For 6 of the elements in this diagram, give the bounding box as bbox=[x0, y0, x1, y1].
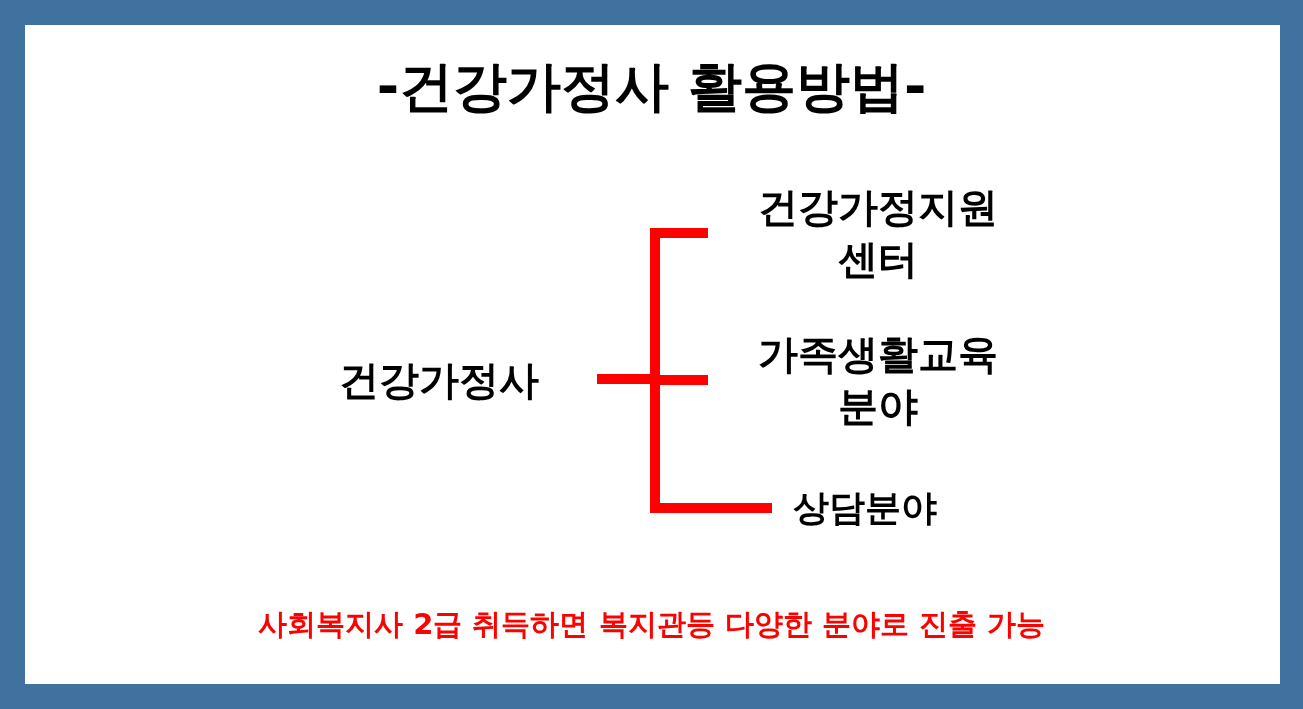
note-text: 사회복지사 2급 취득하면 복지관등 다양한 분야로 진출 가능 bbox=[257, 606, 1046, 643]
node-label: 상담분야 bbox=[772, 480, 958, 536]
node-label: 건강가정지원 센터 bbox=[708, 170, 1048, 296]
node-label: 건강가정사 bbox=[280, 345, 597, 415]
node-label: 가족생활교육 분야 bbox=[708, 316, 1048, 444]
title: -건강가정사 활용방법- bbox=[375, 55, 928, 120]
